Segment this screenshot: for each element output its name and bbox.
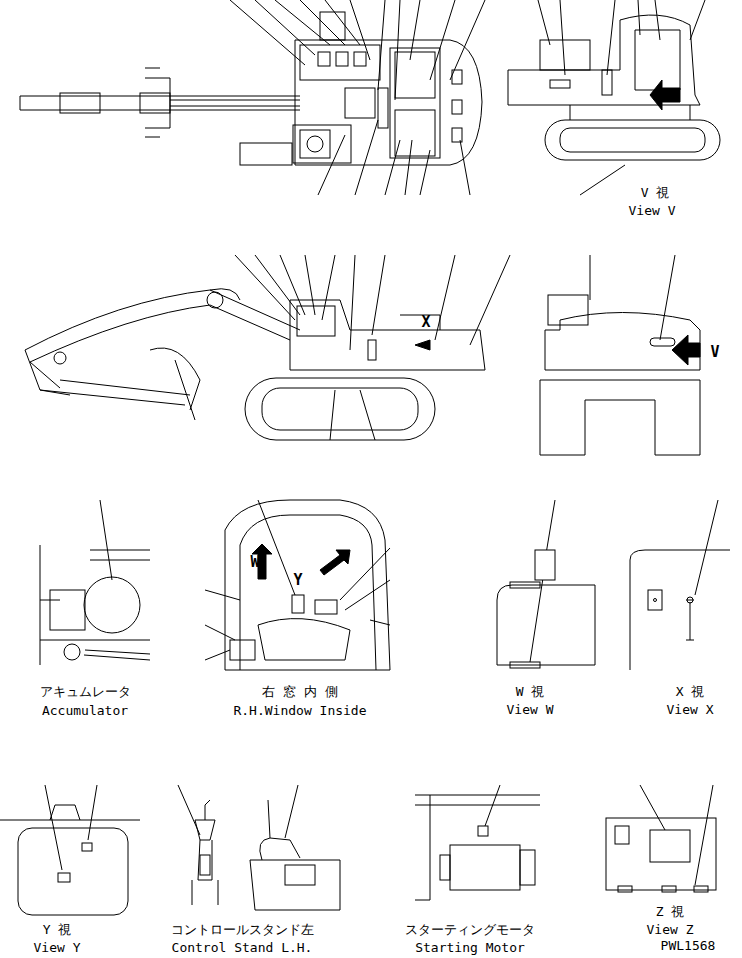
view-label: Y 視 (42, 923, 73, 937)
view-label: コントロールスタンド左 (170, 923, 315, 937)
control-stand-detail (178, 785, 340, 910)
accumulator-detail (40, 500, 150, 665)
view-label: W 視 (515, 685, 546, 699)
rear-view (540, 255, 700, 455)
view-label: View W (506, 703, 555, 717)
view-label: Control Stand L.H. (171, 941, 314, 955)
view-label: View Z (646, 923, 695, 937)
view-w (497, 500, 595, 668)
side-view (25, 255, 510, 440)
window-inside-detail (205, 500, 390, 670)
view-label: Accumulator (41, 704, 129, 718)
view-label: X (420, 314, 431, 331)
view-label: X 視 (675, 685, 706, 699)
view-v (508, 0, 720, 195)
top-view (20, 0, 485, 195)
view-label: View X (666, 703, 715, 717)
view-label: PWL1568 (660, 939, 717, 953)
view-label: 右 窓 内 側 (261, 685, 338, 699)
starting-motor-detail (415, 785, 540, 900)
view-label: V 視 (640, 186, 671, 200)
view-label: スターティングモータ (404, 923, 536, 937)
view-label: W (249, 554, 260, 571)
view-label: Z 視 (655, 905, 686, 919)
view-label: View V (628, 204, 677, 218)
view-label: Y (292, 572, 303, 589)
view-label: アキュムレータ (39, 685, 132, 699)
view-label: V (709, 344, 720, 361)
view-x (630, 500, 730, 670)
view-label: View Y (33, 941, 82, 955)
view-label: Starting Motor (414, 941, 526, 955)
view-y (0, 785, 140, 915)
view-z (606, 785, 716, 892)
view-label: R.H.Window Inside (232, 704, 367, 718)
